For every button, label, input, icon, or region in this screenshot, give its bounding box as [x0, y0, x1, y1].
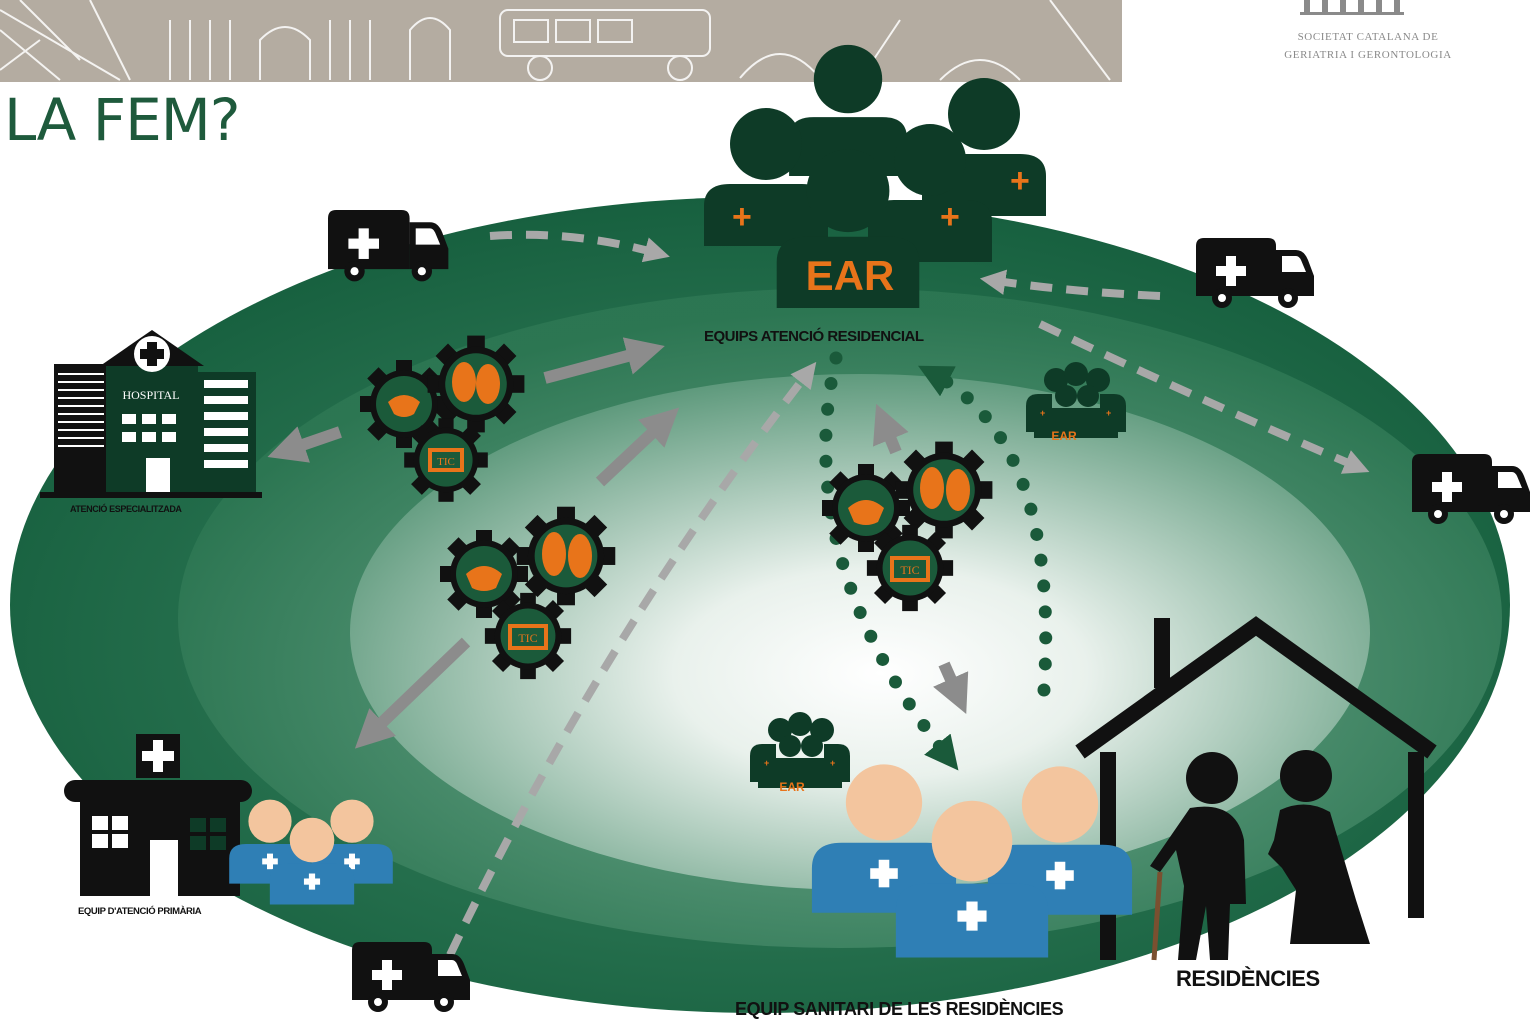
svg-text:TIC: TIC [900, 563, 919, 577]
house-icon [1075, 616, 1437, 960]
ear-small-team-icon: EAR [750, 712, 850, 794]
ear-main-badge: EAR [806, 252, 895, 299]
ambulance-routes [446, 230, 1370, 957]
svg-text:+: + [732, 198, 752, 236]
hospital-sign: HOSPITAL [122, 388, 179, 402]
ear-team-label: EQUIPS ATENCIÓ RESIDENCIAL [704, 328, 924, 345]
ambulance-icon [1196, 238, 1314, 308]
coordination-gears-left: TIC [360, 335, 525, 502]
svg-text:TIC: TIC [437, 456, 455, 468]
hospital-icon: HOSPITAL [40, 330, 262, 498]
coordination-gears-center: TIC [440, 506, 616, 680]
svg-text:TIC: TIC [518, 631, 537, 645]
society-logo-icon [1300, 0, 1404, 15]
ear-team-icon: + + + EAR [704, 44, 1046, 308]
primary-care-label: EQUIP D'ATENCIÓ PRIMÀRIA [78, 906, 202, 917]
residence-staff-label: EQUIP SANITARI DE LES RESIDÈNCIES [735, 999, 1064, 1019]
svg-text:EAR: EAR [1051, 429, 1077, 443]
header-photo-strip [0, 0, 1122, 82]
coordination-gears-right: TIC [822, 441, 993, 612]
ear-visit-routes [819, 351, 1053, 771]
svg-text:EAR: EAR [779, 780, 805, 794]
ear-small-team-icon: EAR [1026, 362, 1126, 443]
coordination-arrows [267, 337, 969, 749]
specialized-care-label: ATENCIÓ ESPECIALITZADA [70, 504, 182, 514]
residences-label: RESIDÈNCIES [1176, 966, 1320, 991]
elderly-couple-icon [1150, 750, 1370, 961]
page-title: LA FEM? [4, 86, 241, 154]
svg-text:+: + [940, 198, 960, 236]
health-center-icon [64, 734, 252, 896]
society-name: SOCIETAT CATALANA DE GERIATRIA I GERONTO… [1284, 31, 1452, 61]
svg-text:+: + [1010, 162, 1030, 200]
